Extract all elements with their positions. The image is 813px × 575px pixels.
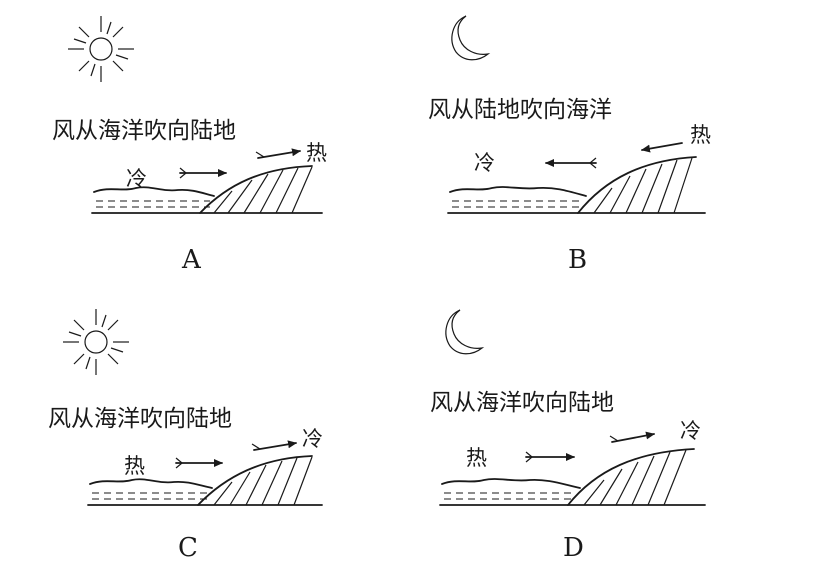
panel-a-land-temp-label: 热 xyxy=(306,141,327,165)
panel-a-caption: 风从海洋吹向陆地 xyxy=(52,118,236,144)
panel-b: 风从陆地吹向海洋 冷 热 B xyxy=(428,15,711,275)
panel-d-sea-temp-label: 热 xyxy=(466,446,487,470)
panel-c: 风从海洋吹向陆地 热 冷 C xyxy=(48,309,323,563)
panel-c-terrain xyxy=(87,455,323,506)
moon-icon xyxy=(451,15,491,61)
panel-c-land-temp-label: 冷 xyxy=(302,427,323,451)
panel-b-option-letter: B xyxy=(568,245,587,275)
panel-c-caption: 风从海洋吹向陆地 xyxy=(48,406,232,432)
panel-d-terrain xyxy=(439,448,706,506)
panel-c-option-letter: C xyxy=(178,533,198,563)
panel-b-caption: 风从陆地吹向海洋 xyxy=(428,97,612,123)
panel-d: 风从海洋吹向陆地 热 冷 D xyxy=(430,309,706,563)
panel-d-land-temp-label: 冷 xyxy=(680,419,701,443)
panel-a-option-letter: A xyxy=(181,245,202,275)
panel-a-wind-arrows xyxy=(179,148,301,179)
panel-c-sea-temp-label: 热 xyxy=(124,454,145,478)
sun-icon xyxy=(68,16,134,82)
panel-b-wind-arrows xyxy=(545,142,683,169)
panel-d-wind-arrows xyxy=(525,431,655,463)
panel-a-sea-temp-label: 冷 xyxy=(126,167,147,191)
panel-d-caption: 风从海洋吹向陆地 xyxy=(430,390,614,416)
panel-d-option-letter: D xyxy=(563,533,584,563)
panel-b-sea-temp-label: 冷 xyxy=(474,151,495,175)
panel-b-terrain xyxy=(447,156,706,214)
moon-icon xyxy=(445,309,485,355)
sun-icon xyxy=(63,309,129,375)
panel-b-land-temp-label: 热 xyxy=(690,123,711,147)
panel-a-terrain xyxy=(91,165,323,214)
panel-a: 风从海洋吹向陆地 冷 热 A xyxy=(52,16,327,275)
panel-c-wind-arrows xyxy=(175,440,297,469)
